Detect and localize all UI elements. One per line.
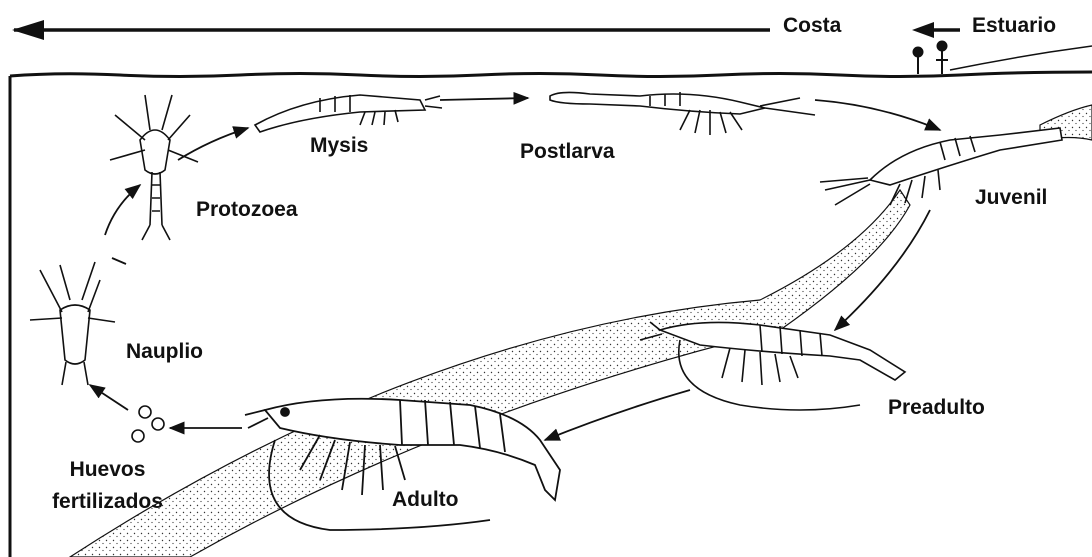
estuario-label: Estuario — [972, 14, 1056, 38]
adulto-label: Adulto — [392, 488, 458, 512]
juvenil-label: Juvenil — [975, 186, 1047, 210]
seafloor-slope — [70, 190, 910, 557]
fertilized-eggs-icon — [132, 406, 164, 442]
postlarva-icon — [550, 92, 815, 135]
costa-label: Costa — [783, 14, 841, 38]
estuary-shore — [950, 46, 1092, 70]
huevos-line-2: fertilizados — [30, 486, 185, 518]
water-surface-line — [10, 72, 1092, 77]
protozoea-larva-icon — [110, 95, 198, 240]
dashed-link — [112, 258, 126, 264]
costa-direction-arrow — [12, 20, 770, 40]
preadulto-label: Preadulto — [888, 396, 985, 420]
preadulto-shrimp-icon — [640, 322, 905, 410]
mysis-label: Mysis — [310, 134, 368, 158]
nauplio-larva-icon — [30, 262, 115, 385]
protozoea-label: Protozoea — [196, 198, 298, 222]
mangrove-plant-icon — [913, 41, 948, 74]
mysis-larva-icon — [255, 95, 442, 132]
estuario-direction-arrow — [912, 22, 960, 38]
huevos-fertilizados-label: Huevos fertilizados — [30, 454, 185, 518]
nauplio-label: Nauplio — [126, 340, 203, 364]
huevos-line-1: Huevos — [30, 454, 185, 486]
postlarva-label: Postlarva — [520, 140, 615, 164]
